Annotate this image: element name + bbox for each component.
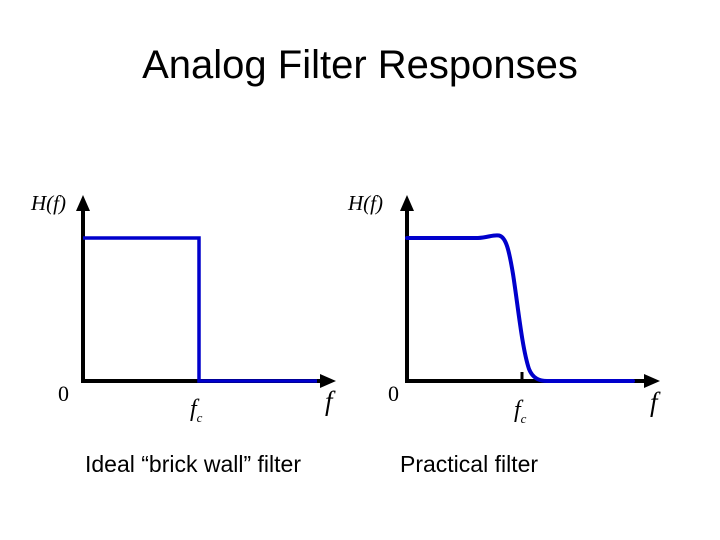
x-axis-arrow-icon: [320, 374, 336, 388]
right-cutoff-subscript: c: [520, 410, 527, 426]
left-x-axis-label: f: [325, 386, 333, 416]
left-y-axis-label: H(f): [31, 191, 66, 215]
right-diagram-caption: Practical filter: [400, 451, 539, 477]
y-axis-arrow-icon: [76, 195, 90, 211]
left-cutoff-frequency-label: fc: [190, 396, 202, 424]
right-cutoff-frequency-label: fc: [514, 397, 526, 425]
ideal-response-curve: [83, 236, 317, 383]
left-cutoff-base: f: [190, 396, 197, 422]
left-cutoff-subscript: c: [196, 409, 203, 425]
practical-filter-plot: [400, 195, 660, 388]
ideal-filter-plot: [76, 195, 336, 388]
right-cutoff-base: f: [514, 397, 521, 423]
right-y-axis-label: H(f): [348, 191, 383, 215]
left-diagram-caption: Ideal “brick wall” filter: [85, 451, 301, 477]
slide-title: Analog Filter Responses: [142, 43, 578, 87]
left-origin-label: 0: [58, 381, 69, 406]
practical-response-curve: [405, 233, 635, 383]
x-axis-arrow-icon: [644, 374, 660, 388]
right-x-axis-label: f: [650, 387, 658, 417]
right-origin-label: 0: [388, 381, 399, 406]
y-axis-arrow-icon: [400, 195, 414, 211]
